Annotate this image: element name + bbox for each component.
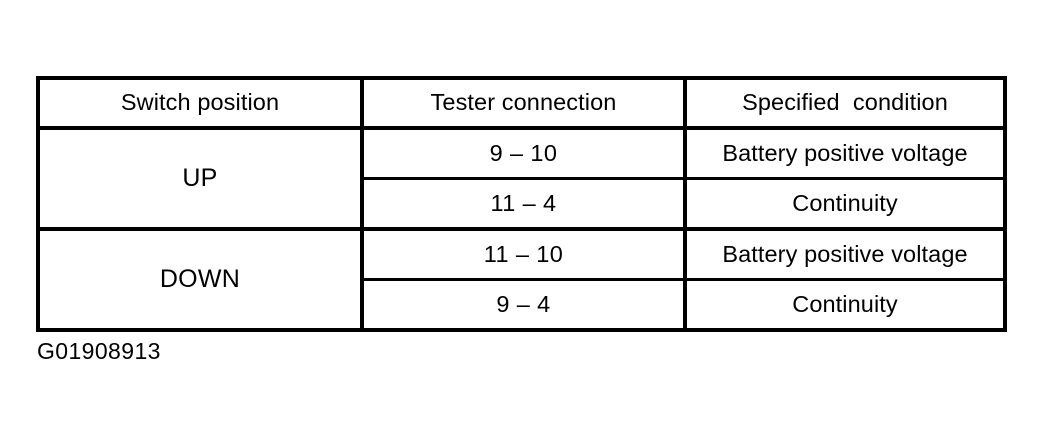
switch-inspection-table: Switch position Tester connection Specif… — [36, 76, 1007, 332]
cell-tester-connection: 11 – 10 — [362, 229, 687, 281]
table-header: Switch position Tester connection Specif… — [38, 78, 1005, 130]
figure-caption: G01908913 — [37, 338, 161, 364]
table-body: UP 9 – 10 Battery positive voltage 11 – … — [38, 128, 1005, 330]
table-row: UP 9 – 10 Battery positive voltage — [38, 128, 1005, 231]
column-header-tester-connection: Tester connection — [362, 78, 687, 130]
cell-tester-connection: 9 – 4 — [362, 279, 687, 330]
table-row: DOWN 11 – 10 Battery positive voltage — [38, 229, 1005, 330]
cell-specified-condition: Continuity — [685, 178, 1005, 231]
table-header-row: Switch position Tester connection Specif… — [38, 78, 1005, 130]
column-header-switch-position: Switch position — [38, 78, 364, 130]
cell-switch-position-down: DOWN — [38, 229, 364, 330]
cell-specified-condition: Battery positive voltage — [685, 128, 1005, 180]
column-header-specified-condition: Specified condition — [685, 78, 1005, 130]
cell-tester-connection: 11 – 4 — [362, 178, 687, 231]
cell-tester-connection: 9 – 10 — [362, 128, 687, 180]
cell-specified-condition: Battery positive voltage — [685, 229, 1005, 281]
cell-switch-position-up: UP — [38, 128, 364, 231]
table-row: 11 – 4 Continuity — [38, 178, 1005, 231]
table-row: 9 – 4 Continuity — [38, 279, 1005, 330]
cell-specified-condition: Continuity — [685, 279, 1005, 330]
